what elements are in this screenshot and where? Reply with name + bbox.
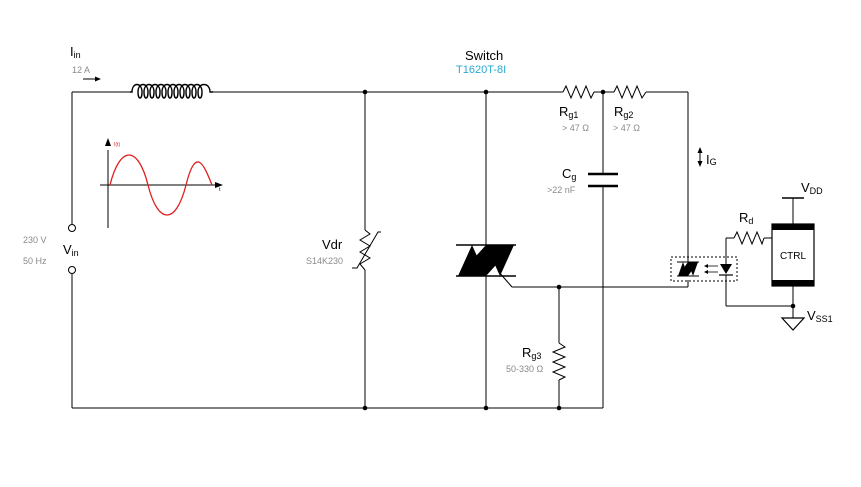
input-current-label: Iin xyxy=(70,44,81,60)
rg2-resistor-icon xyxy=(613,84,647,100)
ctrl-box xyxy=(771,223,815,287)
light-arrows-icon xyxy=(704,264,718,274)
rg1-value: > 47 Ω xyxy=(562,123,589,133)
junction-dots xyxy=(362,89,796,411)
opto-triac-icon xyxy=(677,261,699,277)
source-voltage-rms: 230 V xyxy=(23,235,47,245)
resistor-rg3: Rg3 50-330 Ω xyxy=(506,342,567,381)
optotriac xyxy=(670,256,738,282)
rg2-label: Rg2 xyxy=(614,104,633,120)
waveform-axis-x-label: t xyxy=(219,187,221,193)
switch-part-number: T1620T-8I xyxy=(456,64,506,76)
vss-label: VSS1 xyxy=(807,308,833,324)
rg1-label: Rg1 xyxy=(559,104,578,120)
input-current-value: 12 A xyxy=(72,65,90,75)
led-icon xyxy=(719,264,733,276)
rg3-value: 50-330 Ω xyxy=(506,364,544,374)
input-current: Iin 12 A xyxy=(70,44,101,82)
waveform-axis-y-label: I(t) xyxy=(114,142,120,148)
control-wiring xyxy=(725,197,804,318)
ctrl-label: CTRL xyxy=(780,251,807,262)
inductor-icon xyxy=(130,83,213,99)
source-terminal-top xyxy=(68,224,76,232)
varistor-slash-icon xyxy=(352,231,381,269)
source-terminal-bottom xyxy=(68,266,76,274)
rd-resistor-icon xyxy=(733,230,765,246)
varistor-resistor-icon xyxy=(359,229,371,271)
controller: CTRL xyxy=(771,223,815,287)
rg3-resistor-icon xyxy=(551,342,567,381)
gate-current-label: IG xyxy=(706,152,717,167)
resistor-rg1: Rg1 > 47 Ω xyxy=(559,84,595,133)
y-axis-arrow-icon xyxy=(105,138,111,146)
optocoupler-package xyxy=(670,256,738,282)
varistor-name: Vdr xyxy=(322,237,343,252)
rg2-value: > 47 Ω xyxy=(613,123,640,133)
cg-value: >22 nF xyxy=(547,185,576,195)
current-arrow-icon xyxy=(83,76,101,82)
voltage-source: 230 V 50 Hz Vin xyxy=(23,224,79,274)
triac-switch: Switch T1620T-8I xyxy=(456,48,516,277)
varistor-part: S14K230 xyxy=(306,256,343,266)
waveform-graph: I(t) t xyxy=(100,138,223,228)
rd-label: Rd xyxy=(739,210,753,226)
double-arrow-icon xyxy=(697,147,703,167)
varistor: Vdr S14K230 xyxy=(306,229,381,271)
rg3-label: Rg3 xyxy=(522,345,541,361)
source-voltage-label: Vin xyxy=(63,242,79,258)
resistor-rd: Rd xyxy=(733,210,765,246)
ctrl-box-top-band xyxy=(772,224,814,230)
gate-current: IG xyxy=(697,147,717,167)
vdd-label: VDD xyxy=(801,180,823,196)
sine-wave xyxy=(109,154,213,216)
x-axis-arrow-icon xyxy=(215,182,223,188)
switch-title: Switch xyxy=(465,48,503,63)
ctrl-box-bottom-band xyxy=(772,280,814,286)
resistor-rg2: Rg2 > 47 Ω xyxy=(613,84,647,133)
source-frequency: 50 Hz xyxy=(23,256,47,266)
main-wiring xyxy=(71,91,689,409)
capacitor-cg: Cg >22 nF xyxy=(547,166,618,195)
ground-icon xyxy=(780,317,806,331)
rg1-resistor-icon xyxy=(562,84,595,100)
cg-label: Cg xyxy=(562,166,576,182)
